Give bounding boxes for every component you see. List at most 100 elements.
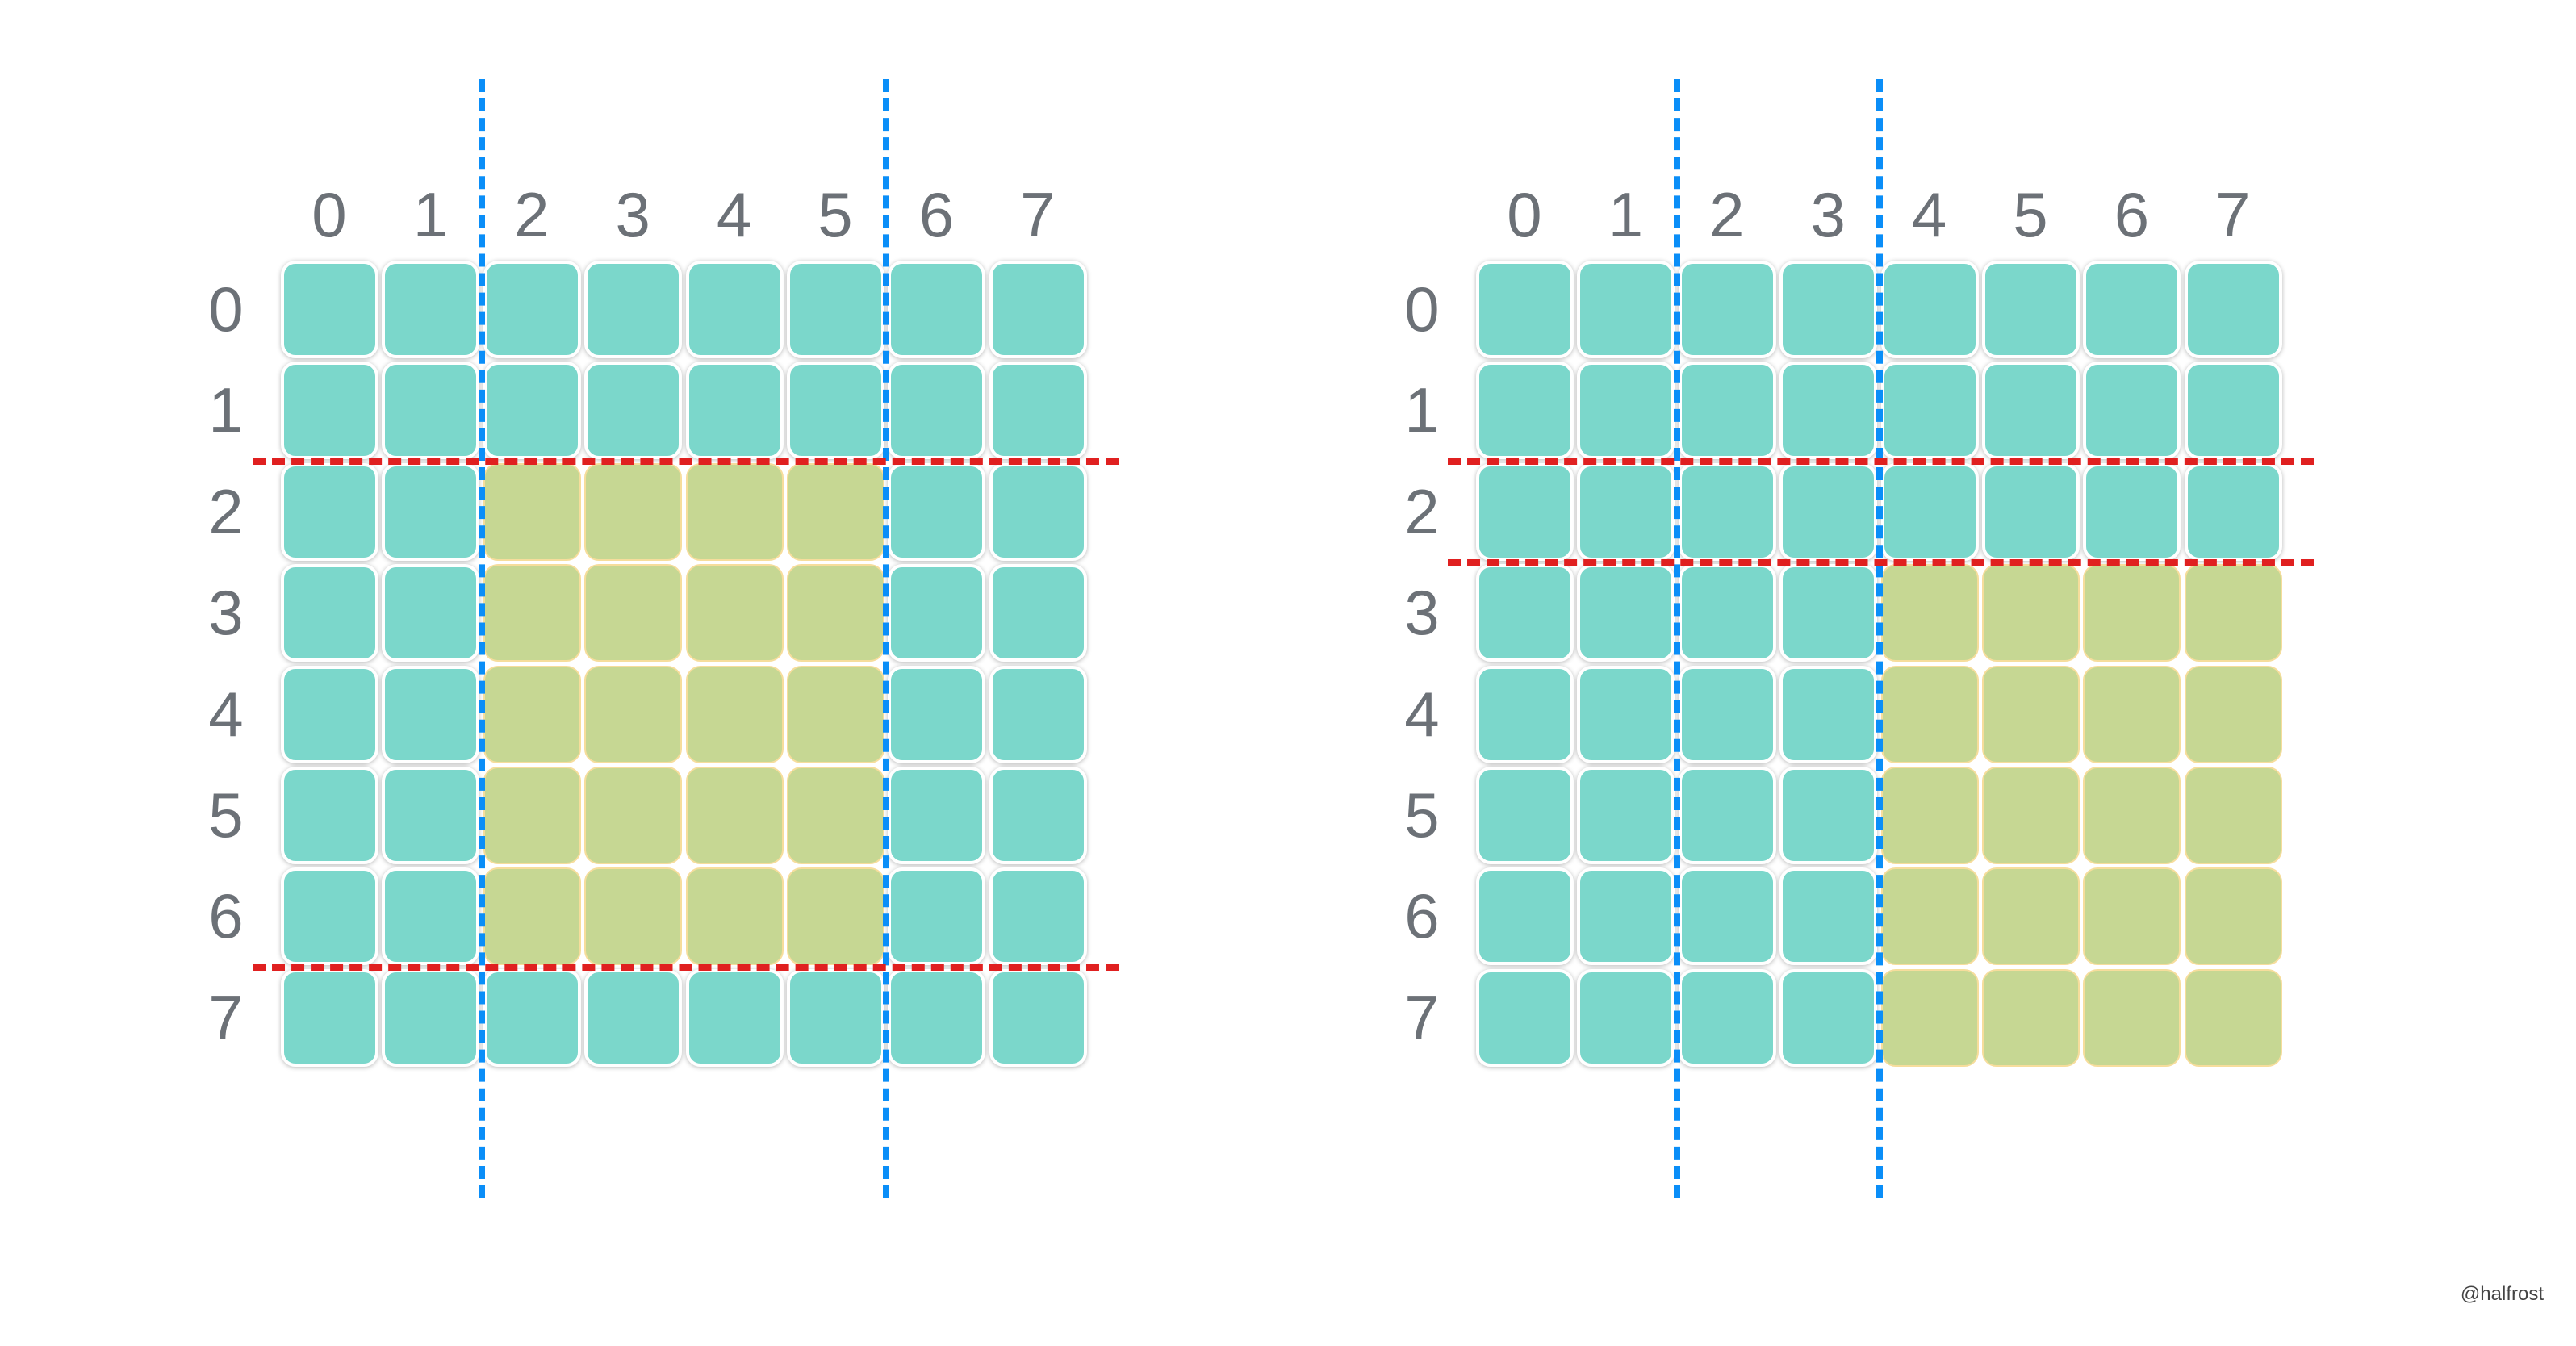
grid-cell (2184, 462, 2282, 561)
grid-cell (1476, 968, 1574, 1067)
column-label: 4 (1911, 179, 1947, 250)
grid-cell (1577, 462, 1675, 561)
grid-cell (382, 665, 480, 763)
highlighted-cell (2083, 564, 2181, 663)
grid-cell (989, 462, 1087, 561)
highlighted-cell (483, 564, 581, 663)
highlighted-cell (2184, 564, 2282, 663)
row-label: 5 (1404, 780, 1440, 851)
highlighted-cell (2184, 665, 2282, 763)
grid-cell (787, 362, 884, 460)
column-label: 0 (312, 179, 347, 250)
row-label: 0 (208, 274, 244, 345)
column-label: 1 (1608, 179, 1644, 250)
highlighted-cell (2184, 767, 2282, 864)
grid-cell (1779, 968, 1878, 1067)
grid-cell (382, 462, 480, 561)
grid-cell (989, 362, 1087, 460)
horizontal-split-line (253, 964, 1119, 971)
grid-cell (1779, 362, 1878, 460)
grid-cell (1779, 867, 1878, 966)
highlighted-cell (584, 564, 683, 663)
grid-cell (1880, 261, 1979, 358)
grid-cell (787, 968, 884, 1067)
grid-cell (888, 362, 986, 460)
grid-cell (281, 867, 378, 966)
grid-cell (888, 968, 986, 1067)
grid-cell (281, 462, 378, 561)
highlighted-cell (1880, 867, 1979, 966)
grid-cell (685, 362, 784, 460)
grid-cell (483, 362, 581, 460)
grid-cell (584, 261, 683, 358)
grid-cell (787, 261, 884, 358)
grid-cell (382, 261, 480, 358)
grid-cell (1779, 462, 1878, 561)
grid-cell (888, 564, 986, 663)
row-label: 4 (208, 678, 244, 750)
grid-cell (281, 968, 378, 1067)
grid-cell (382, 867, 480, 966)
highlighted-cell (1880, 968, 1979, 1067)
highlighted-cell (2083, 665, 2181, 763)
grid-cell (1678, 261, 1776, 358)
grid-cell (1678, 867, 1776, 966)
grid-cell (1476, 362, 1574, 460)
row-label: 5 (208, 780, 244, 851)
highlighted-cell (1982, 867, 2080, 966)
horizontal-split-line (253, 458, 1119, 465)
grid-cell (1476, 665, 1574, 763)
grid-cell (989, 968, 1087, 1067)
grid-cell (1476, 564, 1574, 663)
column-label: 7 (1020, 179, 1056, 250)
row-label: 7 (208, 981, 244, 1053)
grid-cell (2184, 261, 2282, 358)
highlighted-cell (1982, 767, 2080, 864)
grid-cell (382, 362, 480, 460)
grid-cell (1880, 362, 1979, 460)
highlighted-cell (787, 665, 884, 763)
grid-cell (989, 564, 1087, 663)
row-label: 2 (208, 475, 244, 547)
grid-cell (281, 362, 378, 460)
column-label: 1 (412, 179, 449, 250)
highlighted-cell (2083, 867, 2181, 966)
column-label: 7 (2215, 179, 2251, 250)
grid-cell (888, 462, 986, 561)
row-label: 1 (1404, 374, 1440, 446)
row-label: 4 (1404, 678, 1440, 750)
grid-cell (1678, 462, 1776, 561)
grid-cell (2083, 462, 2181, 561)
highlighted-cell (685, 767, 784, 864)
highlighted-cell (1982, 564, 2080, 663)
grid-cell (1779, 261, 1878, 358)
grid-cell (1678, 665, 1776, 763)
column-label: 4 (716, 179, 752, 250)
column-label: 2 (514, 179, 550, 250)
grid-cell (2184, 362, 2282, 460)
column-label: 5 (2013, 179, 2048, 250)
column-label: 3 (1810, 179, 1846, 250)
column-label: 6 (2114, 179, 2150, 250)
grid-cell (888, 867, 986, 966)
grid-cell (281, 665, 378, 763)
row-label: 6 (208, 880, 244, 952)
grid-cell (584, 968, 683, 1067)
highlighted-cell (2184, 968, 2282, 1067)
grid-cell (1577, 362, 1675, 460)
row-label: 6 (1404, 880, 1440, 952)
row-label: 2 (1404, 475, 1440, 547)
horizontal-split-line (1448, 559, 2315, 566)
grid-cell (281, 564, 378, 663)
watermark: @halfrost (2460, 1283, 2544, 1305)
grid-cell (1577, 767, 1675, 864)
grid-cell (2083, 261, 2181, 358)
highlighted-cell (2083, 767, 2181, 864)
column-label: 2 (1709, 179, 1745, 250)
highlighted-cell (584, 462, 683, 561)
grid-cell (1476, 767, 1574, 864)
column-label: 5 (818, 179, 853, 250)
grid-cell (382, 767, 480, 864)
